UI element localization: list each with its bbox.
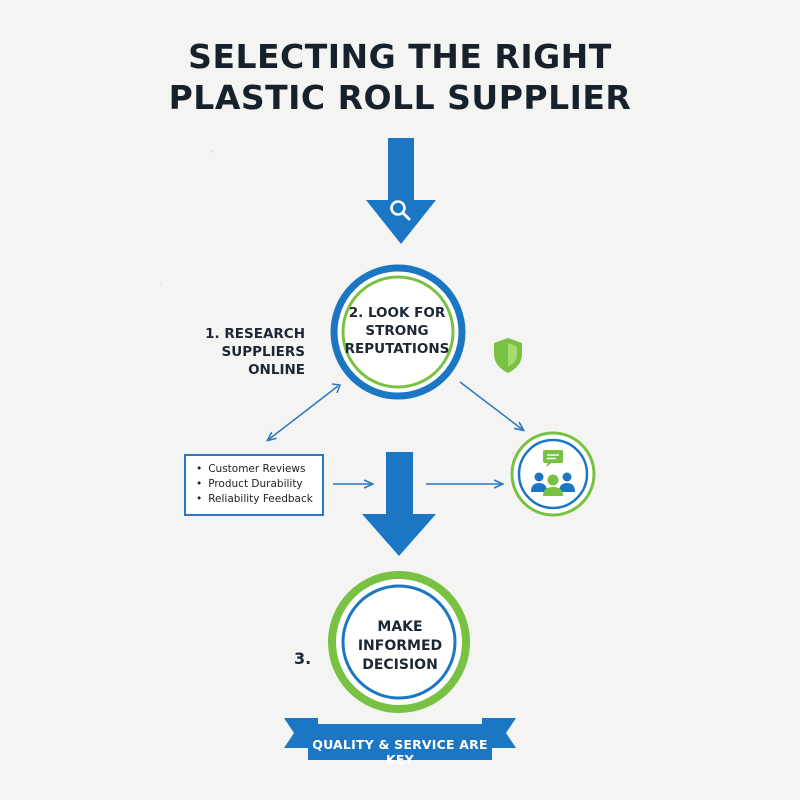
- step1-line-1: 1. RESEARCH: [205, 326, 305, 342]
- community-feedback-icon: [510, 431, 596, 517]
- top-down-arrow: [366, 138, 436, 244]
- criteria-item: Reliability Feedback: [196, 492, 322, 507]
- step2-label: 2. LOOK FOR STRONG REPUTATIONS: [343, 304, 451, 358]
- criteria-item: Product Durability: [196, 477, 322, 492]
- step3-line-2: INFORMED: [357, 638, 443, 654]
- right-diagonal-arrow: [459, 381, 523, 430]
- step2-circle: [330, 264, 466, 400]
- step3-line-3: DECISION: [362, 657, 438, 673]
- step1-line-3: ONLINE: [248, 362, 305, 378]
- shield-icon: [494, 338, 522, 373]
- title-line-2: PLASTIC ROLL SUPPLIER: [168, 78, 632, 117]
- step2-line-2: STRONG: [365, 323, 429, 339]
- step2-line-3: REPUTATIONS: [344, 341, 450, 357]
- paper-speck: [512, 452, 515, 455]
- paper-speck: [160, 282, 162, 284]
- middle-down-arrow: [362, 452, 436, 556]
- criteria-item: Customer Reviews: [196, 462, 322, 477]
- step1-label: 1. RESEARCH SUPPLIERS ONLINE: [190, 325, 305, 379]
- step3-label: MAKE INFORMED DECISION: [345, 618, 455, 675]
- step1-line-2: SUPPLIERS: [221, 344, 305, 360]
- criteria-box: Customer Reviews Product Durability Reli…: [184, 454, 324, 516]
- criteria-list: Customer Reviews Product Durability Reli…: [196, 462, 322, 507]
- step3-circle: [328, 571, 470, 713]
- banner-text: QUALITY & SERVICE ARE KEY: [312, 737, 488, 767]
- magnifier-icon: [390, 200, 411, 221]
- banner-ribbon: [284, 718, 516, 760]
- page-title: SELECTING THE RIGHT PLASTIC ROLL SUPPLIE…: [0, 36, 800, 118]
- step3-line-1: MAKE: [377, 619, 423, 635]
- title-line-1: SELECTING THE RIGHT: [188, 37, 612, 76]
- paper-speck: [210, 150, 213, 153]
- step2-line-1: 2. LOOK FOR: [348, 305, 446, 321]
- step3-number: 3.: [294, 649, 312, 668]
- left-diagonal-arrow: [268, 383, 342, 440]
